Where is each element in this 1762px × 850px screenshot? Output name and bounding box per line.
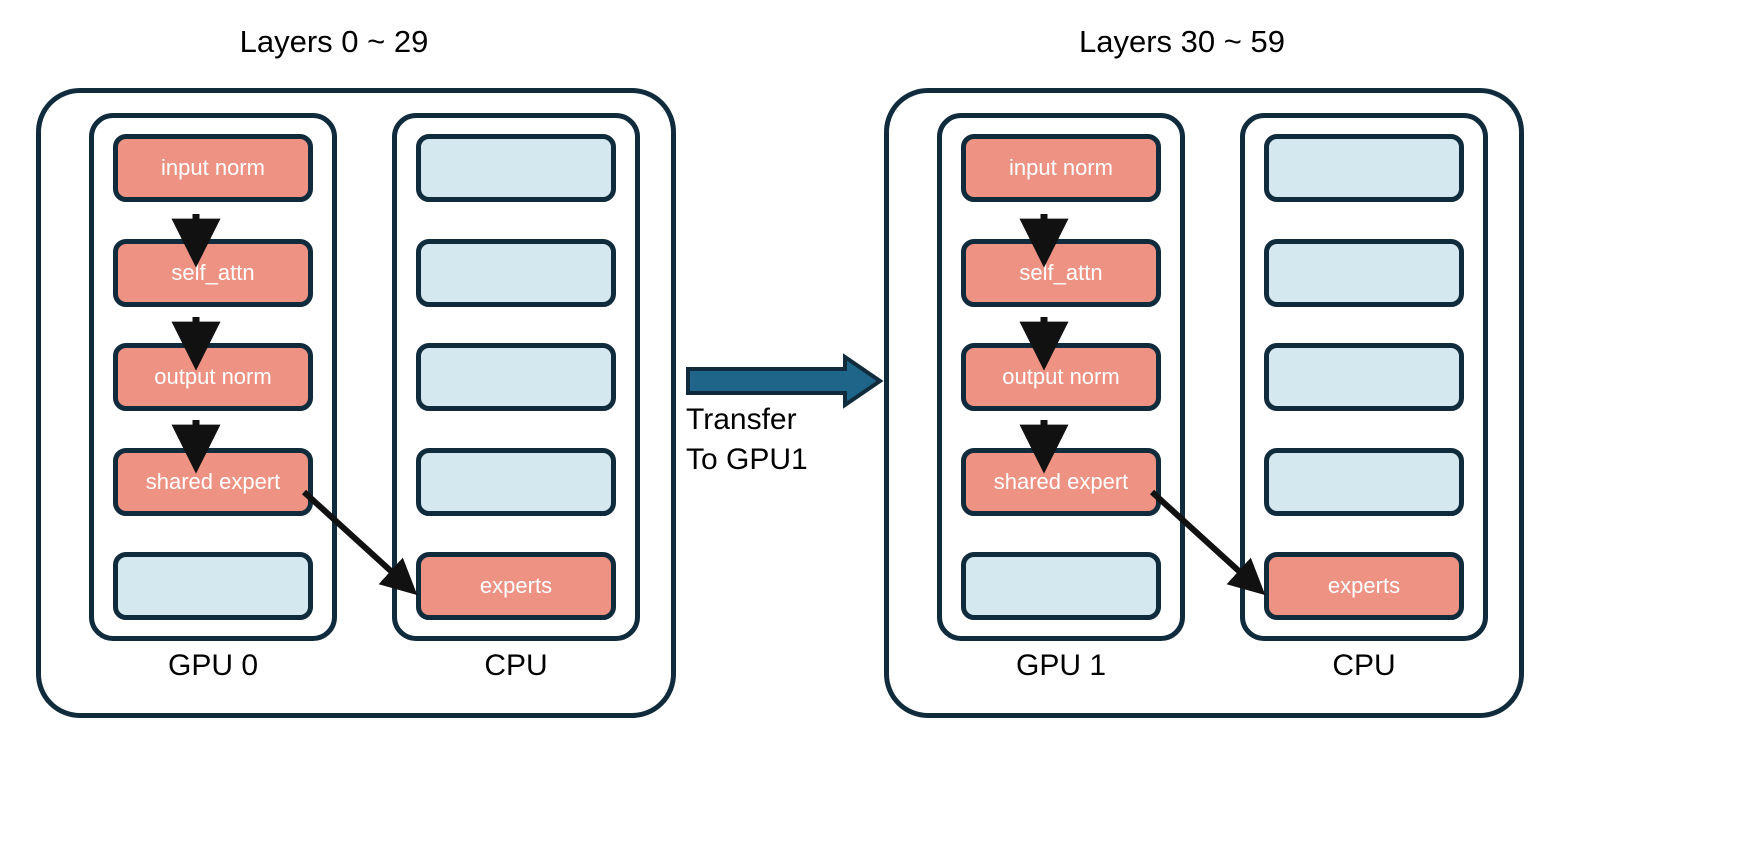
device-group-left: Layers 0 ~ 29 input norm self_attn outpu… — [36, 26, 676, 718]
column-cpu-right: experts — [1240, 113, 1488, 641]
column-label-gpu-0: GPU 0 — [167, 649, 259, 682]
block-output-norm[interactable]: output norm — [113, 343, 313, 411]
group-title-left: Layers 0 ~ 29 — [239, 24, 429, 59]
block-self-attn-r[interactable]: self_attn — [961, 238, 1161, 307]
column-gpu-1: input norm self_attn output norm shared … — [937, 113, 1185, 641]
transfer-label-line1: Transfer — [686, 403, 797, 436]
block-cpu-right-2[interactable] — [1264, 238, 1464, 307]
column-cpu-left: experts — [392, 113, 640, 641]
device-group-right: Layers 30 ~ 59 input norm self_attn outp… — [884, 26, 1524, 718]
block-cpu-right-4[interactable] — [1264, 447, 1464, 516]
block-experts-right[interactable]: experts — [1264, 552, 1464, 620]
transfer-arrow-label: Transfer To GPU1 — [686, 400, 886, 480]
column-label-cpu-right: CPU — [1332, 649, 1396, 682]
column-label-gpu-1: GPU 1 — [1015, 649, 1107, 682]
block-cpu-left-2[interactable] — [416, 238, 616, 307]
block-self-attn[interactable]: self_attn — [113, 238, 313, 307]
block-cpu-right-1[interactable] — [1264, 134, 1464, 202]
block-cpu-right-3[interactable] — [1264, 343, 1464, 411]
block-output-norm-r[interactable]: output norm — [961, 343, 1161, 411]
column-gpu-0: input norm self_attn output norm shared … — [89, 113, 337, 641]
transfer-arrow — [686, 353, 884, 409]
block-experts-left[interactable]: experts — [416, 552, 616, 620]
block-shared-expert-r[interactable]: shared expert — [961, 447, 1161, 516]
block-input-norm[interactable]: input norm — [113, 134, 313, 202]
column-label-cpu-left: CPU — [484, 649, 548, 682]
block-input-norm-r[interactable]: input norm — [961, 134, 1161, 202]
block-shared-expert[interactable]: shared expert — [113, 447, 313, 516]
transfer-label-line2: To GPU1 — [686, 443, 808, 476]
block-empty-gpu1[interactable] — [961, 552, 1161, 620]
block-cpu-left-4[interactable] — [416, 447, 616, 516]
block-cpu-left-3[interactable] — [416, 343, 616, 411]
block-empty-gpu0[interactable] — [113, 552, 313, 620]
group-title-right: Layers 30 ~ 59 — [1079, 24, 1285, 59]
block-cpu-left-1[interactable] — [416, 134, 616, 202]
